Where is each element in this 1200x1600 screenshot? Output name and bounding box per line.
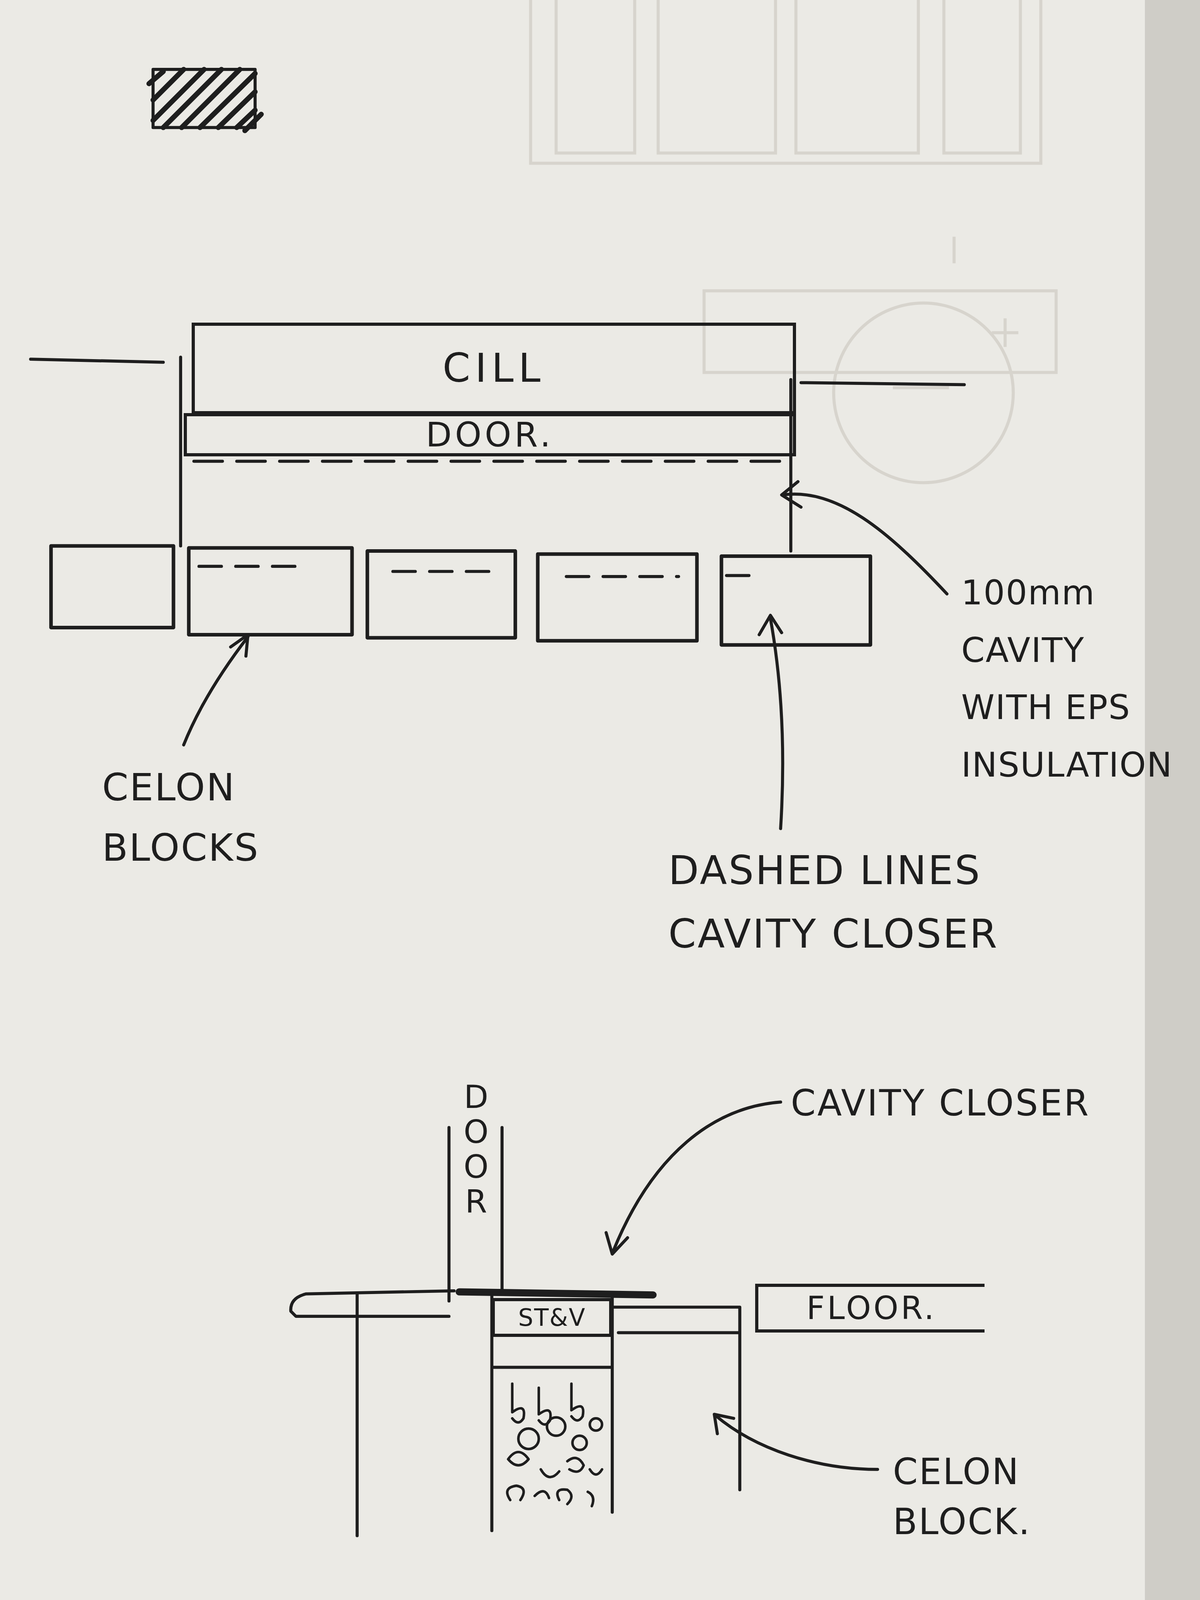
celon-block [537,553,697,641]
block-dashed-closer [198,566,750,577]
arrow-head [781,481,802,508]
outer-floor-edge [290,1290,455,1317]
cavity-closer-dashed [194,459,786,463]
bleed-through-ticks [892,236,1019,389]
outer-wall-line [355,1294,359,1536]
fill-pebble [589,1418,602,1431]
celon-block [367,551,516,639]
fill-scribble [512,1383,584,1425]
door-box: DOOR. [183,413,797,457]
celon-block [188,548,352,635]
closer-box: ST&V [491,1298,612,1337]
fill-pebble [572,1435,587,1450]
box-text: ST&V [518,1305,587,1330]
floor-box: FLOOR. [755,1283,985,1333]
annotation-label: CAVITY CLOSER [790,1081,1091,1125]
box-text: CILL [442,348,546,389]
arrow-head [230,634,249,656]
leader-line [770,618,783,829]
leader-line [183,636,249,746]
celon-block [51,546,174,628]
annotation-label: 100mm CAVITY WITH EPS INSULATION [961,564,1184,794]
fill-scribble [507,1485,594,1506]
leader-line [715,1415,878,1470]
celon-block [721,555,871,645]
box-text: DOOR. [425,417,554,452]
cavity-lines [491,1294,612,1531]
box-text: FLOOR. [806,1292,937,1325]
fill-scribble [508,1451,603,1477]
cill-box: CILL [191,322,796,415]
leader-line [782,494,947,594]
hatched-square [153,69,256,128]
arrow-head [605,1232,628,1254]
annotation-label: DASHED LINES CAVITY CLOSER [668,838,1058,966]
bleed-through-marks [530,0,1041,164]
fill-pebble [546,1417,566,1436]
hatching [148,69,262,131]
inner-floor-and-block [612,1307,740,1490]
arrow-head [759,615,782,635]
door-label: DOOR [460,1079,493,1220]
bleed-through-circle [833,303,1014,483]
fill-pebble [518,1428,539,1449]
page-edge-shadow [1144,0,1200,1600]
leader-line [613,1101,781,1251]
cavity-fill [507,1383,602,1507]
arrow-head [714,1414,734,1434]
annotation-label: CELON BLOCK. [892,1446,1080,1547]
cavity-closer-strip [459,1291,654,1295]
annotation-label: CELON BLOCKS [101,757,293,878]
